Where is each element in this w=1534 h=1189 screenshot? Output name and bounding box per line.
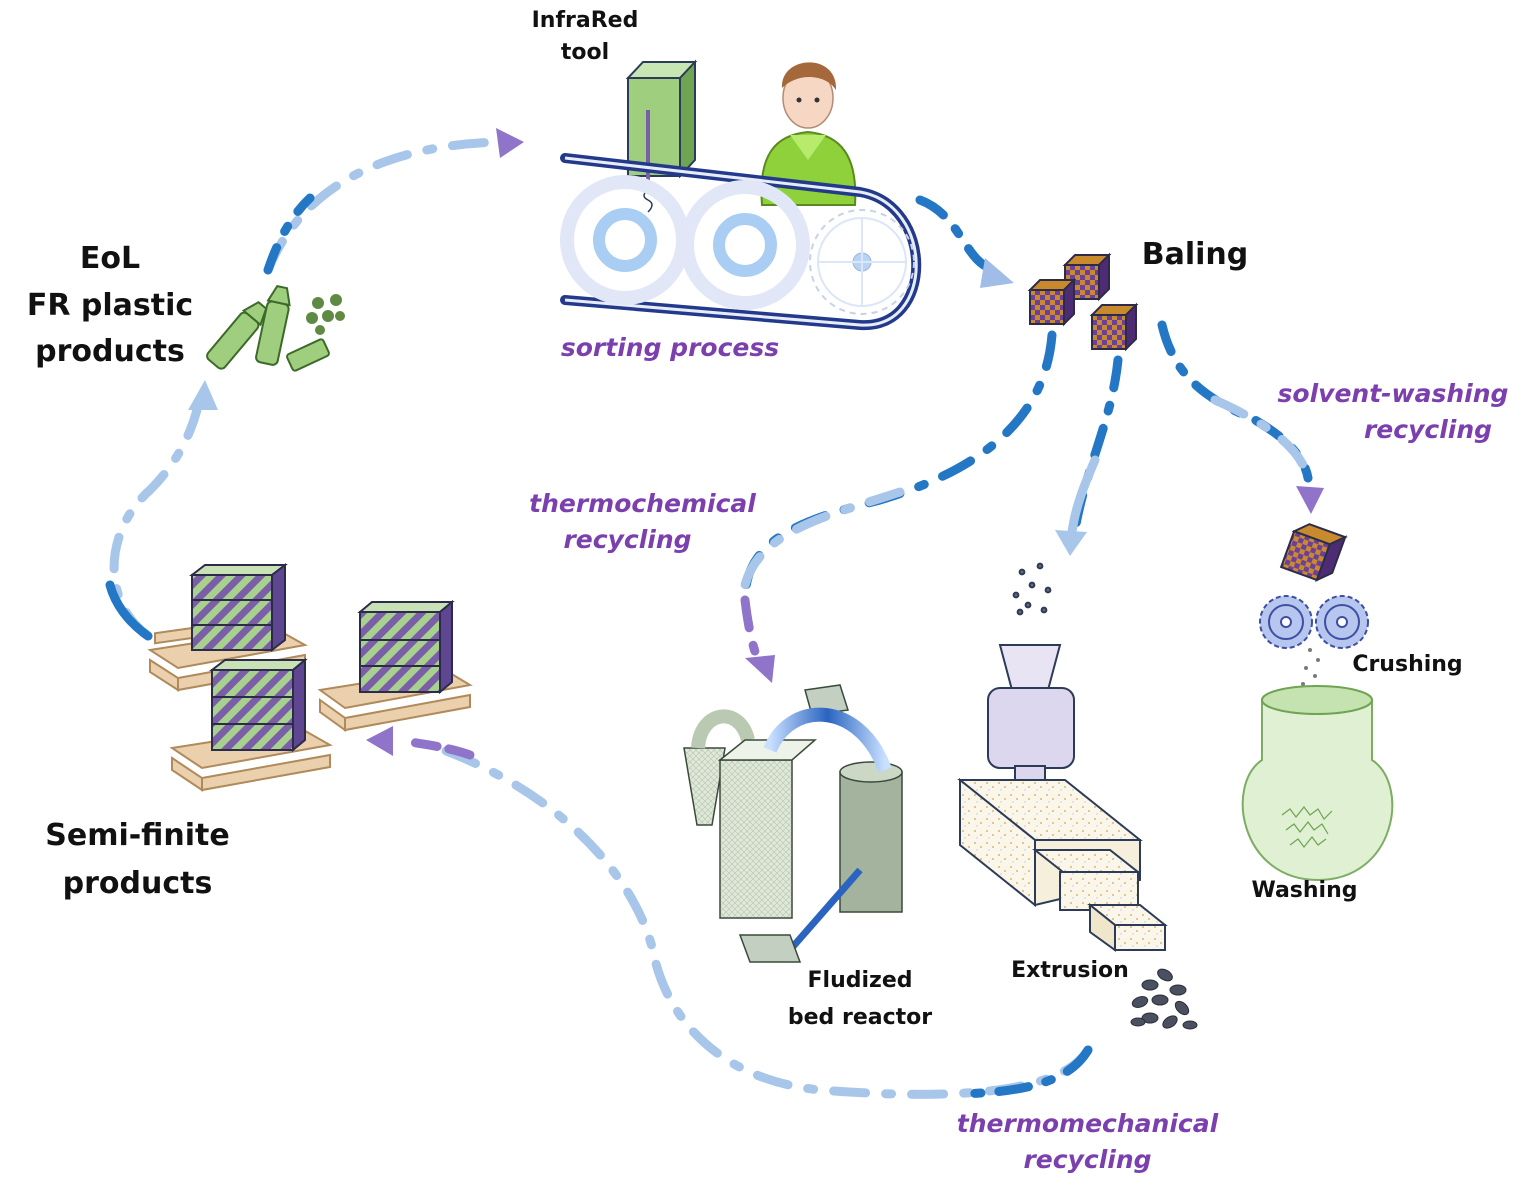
washing-flask-icon — [1241, 685, 1394, 882]
solvent-washing-label: solvent-washing recycling — [1262, 376, 1524, 449]
eol-label-line1: EoL — [79, 241, 141, 276]
semi-label-line2: products — [62, 866, 213, 901]
plastic-bottles-icon — [206, 285, 345, 372]
solvent-label-line1: solvent-washing — [1277, 379, 1509, 408]
extruder-icon — [957, 562, 1168, 952]
crushing-label: Crushing — [1352, 652, 1463, 677]
pallet-boxes-icon — [147, 562, 473, 792]
flow-paths — [105, 137, 1313, 1099]
arrow-head-to-crushing — [1296, 486, 1324, 514]
pellets-icon — [1130, 968, 1198, 1030]
solvent-label-line2: recycling — [1363, 415, 1493, 445]
crusher-gears-icon — [1259, 523, 1369, 692]
arrow-head-to-baling — [980, 258, 1014, 288]
arrow-head-to-eol — [188, 380, 218, 410]
flow-eol-to-sorting — [263, 137, 505, 275]
semi-finite-label: Semi-finite products — [35, 812, 240, 908]
semi-label-line1: Semi-finite — [45, 818, 230, 853]
arrow-head-to-extrusion — [1055, 530, 1087, 556]
arrow-head-to-semi — [366, 726, 393, 756]
flow-sorting-to-baling — [915, 195, 995, 273]
sorting-process-label: sorting process — [560, 333, 780, 362]
eol-label-line3: products — [35, 334, 185, 369]
extrusion-label: Extrusion — [1011, 958, 1129, 983]
thermochemical-label-line2: recycling — [563, 525, 692, 555]
arrow-heads — [188, 128, 1324, 756]
baling-label: Baling — [1141, 237, 1249, 272]
box-stack — [357, 599, 455, 695]
fluidized-bed-reactor-icon — [683, 684, 903, 963]
box-stack — [189, 562, 288, 653]
eol-label-line2: FR plastic — [26, 287, 194, 323]
eol-label: EoL FR plastic products — [20, 236, 200, 376]
box-stack — [209, 657, 308, 753]
bale-cubes-icon — [1027, 252, 1139, 352]
arrow-head-to-reactor — [745, 655, 775, 683]
thermomechanical-label-line2: recycling — [1023, 1145, 1152, 1175]
reactor-label-line1: Fludized — [807, 968, 913, 993]
thermochemical-label: thermochemical recycling — [505, 486, 780, 559]
thermomechanical-label: thermomechanical recycling — [940, 1106, 1235, 1179]
conveyor-roller — [560, 175, 915, 315]
reactor-label: Fludized bed reactor — [780, 962, 940, 1037]
reactor-label-line2: bed reactor — [787, 1005, 933, 1031]
conveyor-belt-icon — [560, 153, 922, 331]
infrared-label-line2: tool — [560, 39, 610, 65]
infrared-tool-label: InfraRed tool — [510, 5, 660, 69]
arrow-head-to-sorting — [496, 128, 524, 158]
thermomechanical-label-line1: thermomechanical — [956, 1109, 1219, 1138]
flow-semi-to-eol — [109, 393, 205, 641]
infrared-label-line1: InfraRed — [531, 8, 639, 33]
infrared-tool-icon — [625, 59, 698, 213]
washing-label: Washing — [1251, 878, 1358, 903]
flow-baling-to-thermochemical — [740, 330, 1057, 605]
thermochemical-label-line1: thermochemical — [529, 489, 756, 518]
